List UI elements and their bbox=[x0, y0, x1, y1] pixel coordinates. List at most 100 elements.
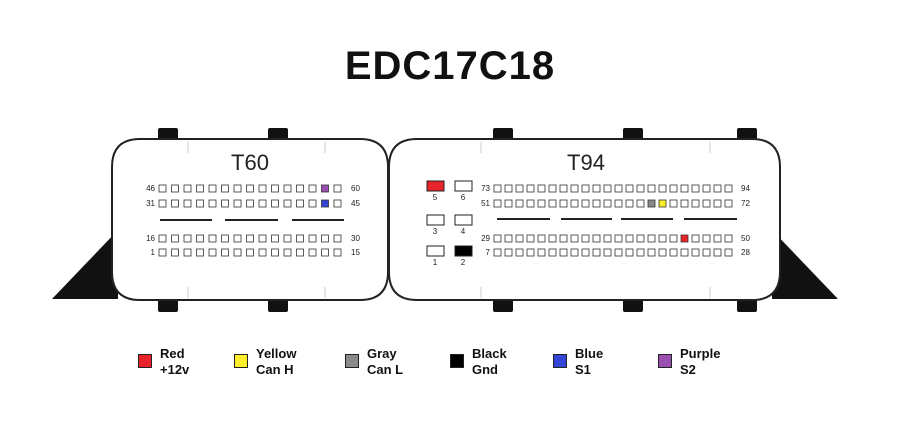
t60-pin bbox=[271, 184, 279, 193]
legend-yellow-name: Yellow bbox=[256, 346, 297, 361]
t94-aux-pins bbox=[426, 180, 473, 257]
t60-pin bbox=[296, 184, 304, 193]
t60-pin bbox=[221, 184, 229, 193]
t60-pin bbox=[158, 199, 167, 208]
t60-pin bbox=[333, 248, 342, 257]
t94-pin bbox=[592, 184, 601, 193]
housing-tabs bbox=[158, 128, 757, 312]
t94-pin bbox=[581, 248, 590, 257]
t60-pin bbox=[246, 184, 254, 193]
t60-row1-right-number: 60 bbox=[351, 184, 360, 193]
t94-pin bbox=[647, 199, 656, 208]
t94-pin bbox=[515, 199, 524, 208]
t60-pin bbox=[183, 184, 192, 193]
t60-pin bbox=[171, 234, 179, 243]
t94-pin bbox=[647, 248, 656, 257]
t60-pin bbox=[333, 184, 342, 193]
t60-pin bbox=[221, 199, 229, 208]
aux-pin-2 bbox=[454, 245, 473, 257]
t60-pin bbox=[246, 234, 254, 243]
t60-label: T60 bbox=[231, 150, 269, 175]
t94-pin bbox=[658, 184, 667, 193]
t60-pin bbox=[246, 248, 254, 257]
t94-pin bbox=[724, 199, 733, 208]
legend-gray-meaning: Can L bbox=[367, 362, 404, 377]
t94-pin bbox=[658, 248, 667, 257]
t60-pin bbox=[271, 199, 279, 208]
aux-pin-6-number: 6 bbox=[461, 193, 466, 202]
t60-pin bbox=[158, 248, 167, 257]
t94-pin bbox=[658, 199, 667, 208]
legend-purple-meaning: S2 bbox=[680, 362, 696, 377]
t60-pin bbox=[321, 199, 329, 208]
t94-pin bbox=[625, 248, 634, 257]
t94-pin bbox=[570, 234, 579, 243]
t60-pin bbox=[321, 184, 329, 193]
t94-pin bbox=[526, 234, 535, 243]
t94-pin bbox=[669, 248, 678, 257]
t60-pin bbox=[233, 248, 242, 257]
t94-pin bbox=[724, 234, 733, 243]
t94-pin bbox=[691, 199, 700, 208]
aux-pin-2-number: 2 bbox=[461, 258, 466, 267]
t60-pin bbox=[246, 199, 254, 208]
legend-gray-name: Gray bbox=[367, 346, 397, 361]
t60-pin bbox=[208, 199, 217, 208]
t94-pin bbox=[625, 199, 634, 208]
t94-pin bbox=[614, 248, 623, 257]
legend-red-name: Red bbox=[160, 346, 185, 361]
legend-text-yellow: Yellow Can H bbox=[256, 346, 296, 378]
t60-pin bbox=[183, 234, 192, 243]
t94-pin bbox=[625, 234, 634, 243]
t60-pin bbox=[208, 184, 217, 193]
t94-row3-right-number: 50 bbox=[741, 234, 750, 243]
t60-pin bbox=[183, 199, 192, 208]
aux-pin-4 bbox=[454, 214, 473, 226]
t60-pin bbox=[196, 234, 204, 243]
t60-pin bbox=[158, 184, 167, 193]
t60-pin bbox=[258, 234, 267, 243]
t94-pin bbox=[636, 248, 645, 257]
t94-pin bbox=[625, 184, 634, 193]
t94-row1-right-number: 94 bbox=[741, 184, 750, 193]
t94-pin bbox=[526, 248, 535, 257]
t60-pin bbox=[296, 234, 304, 243]
t60-row2-left-number: 31 bbox=[146, 199, 155, 208]
legend-black-name: Black bbox=[472, 346, 507, 361]
t94-pin bbox=[548, 248, 557, 257]
t60-pin bbox=[221, 234, 229, 243]
legend-swatch-black bbox=[450, 354, 464, 368]
aux-pin-5 bbox=[426, 180, 445, 192]
legend-swatch-purple bbox=[658, 354, 672, 368]
t94-pin bbox=[647, 234, 656, 243]
t94-pin bbox=[636, 234, 645, 243]
t94-pin bbox=[493, 184, 502, 193]
t94-pin bbox=[669, 184, 678, 193]
diagram-title: EDC17C18 bbox=[344, 44, 556, 88]
t94-pin bbox=[526, 184, 535, 193]
t94-pin bbox=[592, 234, 601, 243]
legend-red-meaning: +12v bbox=[160, 362, 190, 377]
legend-text-blue: Blue S1 bbox=[575, 346, 603, 378]
t60-pin bbox=[321, 234, 329, 243]
t94-pin bbox=[603, 184, 612, 193]
legend-swatch-yellow bbox=[234, 354, 248, 368]
t94-row3-left-number: 29 bbox=[481, 234, 490, 243]
t60-pin bbox=[283, 199, 292, 208]
t94-pin bbox=[603, 234, 612, 243]
t60-pin bbox=[271, 248, 279, 257]
t60-row4-left-number: 1 bbox=[151, 248, 156, 257]
t94-label: T94 bbox=[567, 150, 605, 175]
right-mounting-flange bbox=[772, 230, 838, 299]
t60-pin bbox=[308, 234, 317, 243]
t94-pin bbox=[515, 248, 524, 257]
t60-pin bbox=[196, 199, 204, 208]
t94-pin bbox=[526, 199, 535, 208]
t94-row4-left-number: 7 bbox=[486, 248, 491, 257]
t94-pin bbox=[504, 199, 513, 208]
t94-pin bbox=[493, 248, 502, 257]
t94-pin bbox=[669, 199, 678, 208]
legend-swatch-blue bbox=[553, 354, 567, 368]
t94-pin bbox=[603, 199, 612, 208]
aux-pin-3 bbox=[426, 214, 445, 226]
